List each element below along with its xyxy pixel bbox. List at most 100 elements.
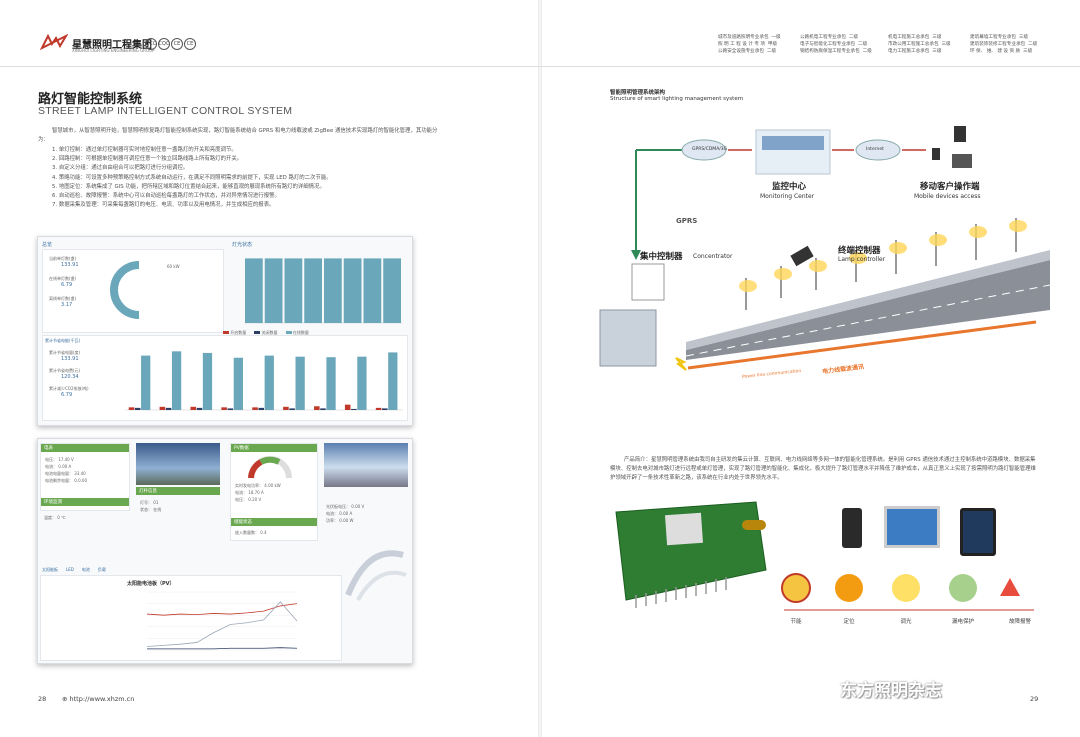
function-fault-alarm: 故障报警	[1008, 619, 1031, 625]
concentrator-label-en: Concentrator	[693, 253, 733, 260]
bar	[344, 404, 351, 410]
line-chart-title: 太阳能电池板（PV）	[127, 581, 175, 587]
network-gprs-cdma: GPRS/CDMA/3G	[692, 147, 728, 152]
dashboard-screenshot: 总览 灯光状态 当前单灯数(盏) 133.91 在线单灯数(盏) 6.79 离线…	[37, 236, 413, 426]
bar	[343, 258, 362, 323]
chart-legend: 开启数量 关闭数量 在线数量	[223, 330, 309, 336]
architecture-title-en: Structure of smart lighting management s…	[610, 96, 744, 102]
bar	[252, 407, 258, 410]
section-title: 灯光状态	[232, 242, 253, 248]
overview-card: 当前单灯数(盏) 133.91 在线单灯数(盏) 6.79 离线单灯数(盏) 3…	[42, 249, 224, 333]
bar	[304, 258, 322, 323]
bar	[324, 258, 342, 323]
product-description: 产品简介：星慧照明管理系统由我司自主研发的集云计算、互联网、电力线网络等多网一体…	[610, 457, 1036, 481]
bar	[320, 408, 326, 410]
bar	[159, 406, 166, 410]
tab-battery[interactable]: 电池	[81, 567, 90, 572]
header-divider	[0, 66, 1080, 67]
company-name: 星慧照明工程集团	[72, 40, 152, 51]
energy-card: 累计节省电能(千瓦) 累计节省电量(度) 133.91 累计节省电费(元) 12…	[42, 330, 408, 421]
controller-board-image	[615, 501, 767, 608]
series-line	[146, 603, 298, 616]
gauge-icon	[248, 456, 292, 479]
pv-line-chart	[146, 591, 298, 651]
bar	[326, 357, 336, 410]
qualification-col-2: 公路机电工程专业承包 二级 电子与智能化工程专业承包 二级 钢结构防腐保温工程专…	[800, 35, 872, 54]
tab-load[interactable]: 负载	[97, 567, 106, 572]
company-name-en: XINGHUI LIGHTING ENGINEERING GROUP	[72, 48, 155, 53]
feature-item: 3. 自定义分组：通过自由组合可以把路灯进行分组调控。	[52, 165, 189, 172]
page-number-right: 29	[1030, 695, 1039, 703]
monitoring-center-label-en: Monitoring Center	[760, 193, 815, 200]
network-internet: Internet	[866, 147, 884, 152]
bar	[258, 407, 264, 410]
bar	[363, 258, 382, 323]
function-icons-row	[781, 573, 1034, 611]
lamp-controller-label-en: Lamp controller	[838, 256, 886, 263]
page-number-left: 28	[38, 695, 47, 703]
mobile-access-label-en: Mobile devices access	[914, 193, 981, 200]
tab-led[interactable]: LED	[66, 567, 74, 572]
bar	[171, 351, 182, 410]
tablet-icon	[960, 508, 996, 556]
function-positioning: 定位	[843, 619, 855, 625]
pv-card: PV数据 实时发电功率： 4.00 kW 电流： 18.70 A 电压： 0.2…	[230, 443, 318, 541]
feature-item: 1. 单灯控制：通过单灯控制器可实时地控制任意一盏路灯的开关和亮度调节。	[52, 147, 237, 153]
architecture-diagram	[599, 126, 1050, 371]
decorative-hand-image	[345, 550, 407, 601]
monitor-icon	[884, 506, 940, 548]
function-dimming: 调光	[900, 619, 912, 625]
bar	[227, 408, 234, 410]
bar	[202, 352, 213, 410]
building-photo	[324, 443, 408, 487]
feature-item: 4. 策略功能：可设置多种预策略控制方式系统自动运行，在满足不同照明需求的前提下…	[52, 174, 332, 181]
bar	[383, 258, 401, 323]
bar	[351, 408, 357, 410]
pv-line-card: 太阳能电池板（PV）	[40, 575, 342, 661]
magazine-watermark: 东方照明杂志	[840, 681, 942, 701]
bar	[134, 407, 141, 410]
cert-ccc-icon: CCC	[145, 38, 157, 50]
mobile-access-label: 移动客户操作端	[920, 182, 980, 192]
bar	[264, 355, 274, 410]
website-link[interactable]: ⊕ http://www.xhzm.cn	[62, 695, 135, 703]
bar	[295, 356, 305, 410]
monitoring-center-label: 监控中心	[772, 182, 807, 192]
cert-cqc-icon: CQC	[158, 38, 170, 50]
bar	[245, 258, 263, 323]
intro-paragraph: 智慧城市，从智慧照明开始，智慧照明修复路灯智能控制系统实现，路灯智能系统结合 G…	[38, 128, 438, 143]
electric-card: 电表 电压： 17.40 V 电流： 0.00 A 电池电量电量： 33.40 …	[40, 443, 130, 511]
phone-icon	[842, 508, 862, 548]
feature-item: 5. 地图定位：系统集成了 GIS 功能，把所辖区域和路灯位置结合起来，能够直观…	[52, 183, 325, 190]
cert-ce-icon: CE	[171, 38, 183, 50]
lamp-controller-label: 终端控制器	[838, 246, 881, 256]
feature-item: 6. 自动巡检、故障报警：系统中心可以自动巡检每盏路灯的工作状态，并对异常情况进…	[52, 193, 280, 200]
page-title-en: STREET LAMP INTELLIGENT CONTROL SYSTEM	[38, 105, 293, 117]
feature-item: 7. 数据采集及管理：可采集每盏路灯的电压、电流、功率以及用电情况，并生成相应的…	[52, 202, 275, 209]
bar	[289, 408, 295, 410]
bar	[283, 406, 289, 410]
feature-item: 2. 回路控制：可根据单控制器可调控任意一个独立回路线路上所有路灯的开关。	[52, 156, 243, 163]
gprs-label: GPRS	[676, 217, 698, 225]
bar	[357, 356, 367, 410]
function-leakage-protection: 漏电保护	[951, 619, 974, 625]
bar	[128, 407, 135, 410]
qualification-col-4: 建筑幕墙工程专业承包 三级 建筑装饰装修工程专业承包 二级 环 保、 维、 建 …	[970, 35, 1038, 54]
bar	[375, 407, 382, 410]
bar	[233, 357, 243, 410]
company-logo-icon	[40, 34, 68, 50]
street-photo	[136, 443, 220, 485]
device-screenshot: 电表 电压： 17.40 V 电流： 0.00 A 电池电量电量： 33.40 …	[37, 438, 413, 664]
tab-solar-panel[interactable]: 太阳能板	[42, 567, 58, 572]
bar	[141, 355, 151, 410]
right-page	[540, 0, 1080, 737]
bar-chart-top	[244, 258, 402, 324]
gauge-ring-icon	[110, 261, 140, 319]
bar	[190, 406, 197, 410]
chart-tabs: 太阳能板 LED 电池 负载	[42, 567, 106, 573]
section-title: 总览	[42, 242, 53, 248]
page-title: 路灯智能控制系统	[38, 91, 143, 106]
series-line	[147, 647, 298, 650]
bar	[196, 407, 203, 410]
feature-list: 1. 单灯控制：通过单灯控制器可实时地控制任意一盏路灯的开关和亮度调节。 2. …	[52, 146, 452, 210]
